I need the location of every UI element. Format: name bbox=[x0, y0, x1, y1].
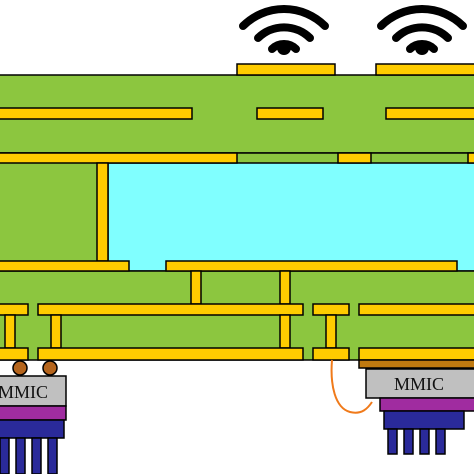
die-attach-layer bbox=[379, 397, 474, 412]
conductor-trace bbox=[467, 152, 474, 164]
conductor-trace bbox=[37, 303, 304, 316]
via bbox=[96, 162, 109, 262]
bottom-pad bbox=[312, 347, 350, 361]
via bbox=[279, 314, 291, 349]
ground-plane bbox=[165, 260, 458, 272]
antenna-patch bbox=[236, 63, 336, 76]
antenna-patch bbox=[375, 63, 474, 76]
air-cavity bbox=[107, 162, 474, 272]
via bbox=[325, 314, 337, 349]
bottom-pad bbox=[37, 347, 304, 361]
mmic-label-left: MMIC bbox=[0, 382, 48, 402]
conductor-trace bbox=[0, 107, 193, 120]
ground-plane bbox=[0, 152, 238, 164]
bottom-pad bbox=[358, 347, 474, 361]
conductor-trace bbox=[358, 303, 474, 316]
heatsink-right bbox=[383, 410, 465, 455]
mmic-label-right: MMIC bbox=[394, 374, 444, 394]
heatsink-left bbox=[0, 419, 65, 474]
via bbox=[190, 270, 202, 305]
mmic-chip-right bbox=[365, 368, 474, 399]
ground-plane bbox=[0, 260, 130, 272]
wifi-icon bbox=[239, 5, 329, 55]
conductor-trace bbox=[337, 152, 372, 164]
die-attach-layer bbox=[0, 405, 67, 421]
conductor-trace bbox=[0, 303, 29, 316]
conductor-trace bbox=[385, 107, 474, 120]
bond-wire bbox=[330, 359, 373, 414]
conductor-trace bbox=[256, 107, 324, 120]
via bbox=[50, 314, 62, 349]
mmic-chip-left bbox=[0, 375, 67, 407]
conductor-trace bbox=[312, 303, 350, 316]
via bbox=[279, 270, 291, 305]
wifi-icon bbox=[377, 5, 467, 55]
via bbox=[4, 314, 16, 349]
underfill-layer bbox=[358, 359, 474, 369]
bottom-pad bbox=[0, 347, 29, 361]
solder-ball bbox=[42, 360, 58, 376]
solder-ball bbox=[12, 360, 28, 376]
